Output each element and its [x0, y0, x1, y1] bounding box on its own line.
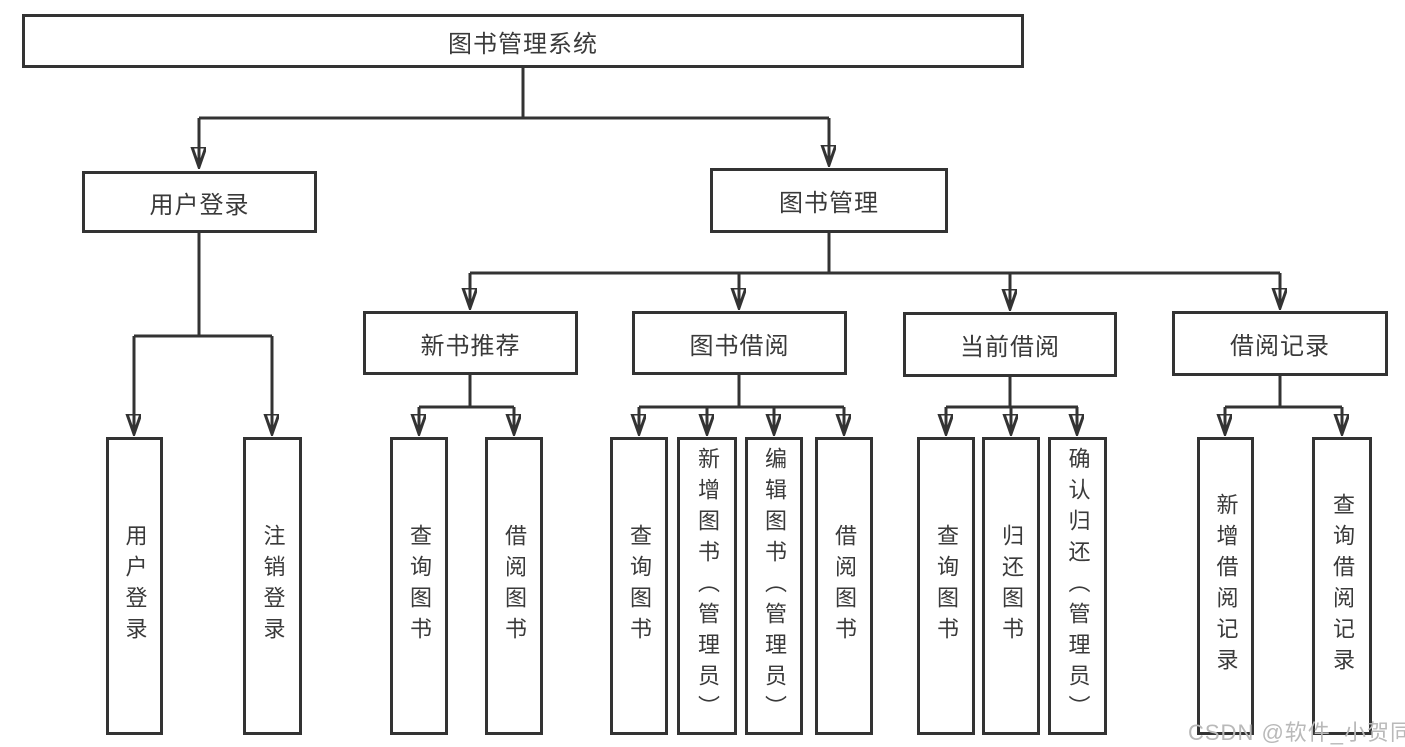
- node-book-management: 图书管理: [710, 168, 948, 233]
- node-current-borrowing: 当前借阅: [903, 312, 1117, 377]
- leaf-query-borrow-record: 查询借阅记录: [1312, 437, 1372, 735]
- leaf-borrow-books-borrowing: 借阅图书: [815, 437, 873, 735]
- leaf-user-login: 用户登录: [106, 437, 163, 735]
- leaf-confirm-return-admin: 确认归还（管理员）: [1048, 437, 1107, 735]
- leaf-return-book: 归还图书: [982, 437, 1040, 735]
- node-library-management-system: 图书管理系统: [22, 14, 1024, 68]
- leaf-edit-book-admin: 编辑图书（管理员）: [745, 437, 803, 735]
- node-borrowing-records: 借阅记录: [1172, 311, 1388, 376]
- node-new-book-recommend: 新书推荐: [363, 311, 578, 375]
- leaf-query-books-current: 查询图书: [917, 437, 975, 735]
- csdn-watermark: CSDN @软件_小贺同学: [1188, 720, 1405, 745]
- node-book-borrowing: 图书借阅: [632, 311, 847, 375]
- leaf-add-book-admin: 新增图书（管理员）: [677, 437, 737, 735]
- leaf-logout: 注销登录: [243, 437, 302, 735]
- leaf-query-books-recommend: 查询图书: [390, 437, 448, 735]
- leaf-borrow-books-recommend: 借阅图书: [485, 437, 543, 735]
- leaf-add-borrow-record: 新增借阅记录: [1197, 437, 1254, 735]
- node-user-login: 用户登录: [82, 171, 317, 233]
- leaf-query-books-borrowing: 查询图书: [610, 437, 668, 735]
